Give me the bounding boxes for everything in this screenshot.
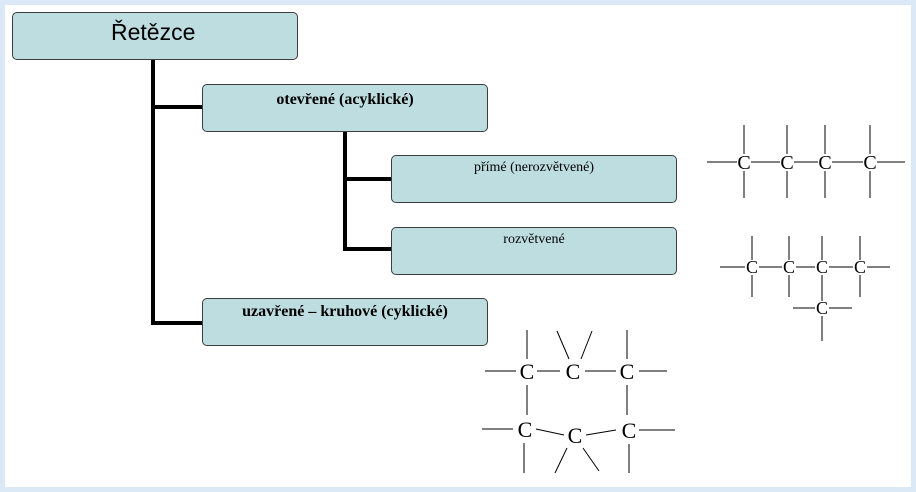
branched-chain-molecule: C C C C C xyxy=(720,236,890,341)
carbon-atom: C xyxy=(620,359,635,384)
slide-canvas: Řetězce otevřené (acyklické) přímé (nero… xyxy=(5,5,911,487)
carbon-atom: C xyxy=(737,152,750,174)
branched-chains-node: rozvětvené xyxy=(391,227,677,275)
open-connector xyxy=(343,132,391,251)
closed-chains-label: uzavřené – kruhové (cyklické) xyxy=(242,303,448,320)
open-chains-label: otevřené (acyklické) xyxy=(276,91,414,108)
carbon-atom: C xyxy=(818,152,831,174)
branched-chains-label: rozvětvené xyxy=(503,232,565,247)
carbon-atom: C xyxy=(780,152,793,174)
root-node: Řetězce xyxy=(12,12,298,60)
carbon-atom: C xyxy=(746,257,758,277)
carbon-atom: C xyxy=(622,418,637,443)
open-chains-node: otevřené (acyklické) xyxy=(202,84,488,132)
carbon-atom: C xyxy=(783,257,795,277)
closed-chains-node: uzavřené – kruhové (cyklické) xyxy=(202,298,488,346)
straight-chain-molecule: C C C C xyxy=(707,125,905,198)
carbon-atom: C xyxy=(816,298,828,318)
straight-chains-node: přímé (nerozvětvené) xyxy=(391,155,677,203)
cyclic-molecule: C C C C C C xyxy=(482,330,675,474)
carbon-atom: C xyxy=(520,359,535,384)
carbon-atom: C xyxy=(518,417,533,442)
straight-chains-label: přímé (nerozvětvené) xyxy=(473,160,595,175)
carbon-atom: C xyxy=(854,257,866,277)
carbon-atom: C xyxy=(863,152,876,174)
tree-connectors xyxy=(151,60,391,325)
root-connector xyxy=(151,60,202,325)
carbon-atom: C xyxy=(568,423,583,448)
carbon-atom: C xyxy=(816,257,828,277)
carbon-atom: C xyxy=(566,359,581,384)
root-label: Řetězce xyxy=(111,19,196,45)
